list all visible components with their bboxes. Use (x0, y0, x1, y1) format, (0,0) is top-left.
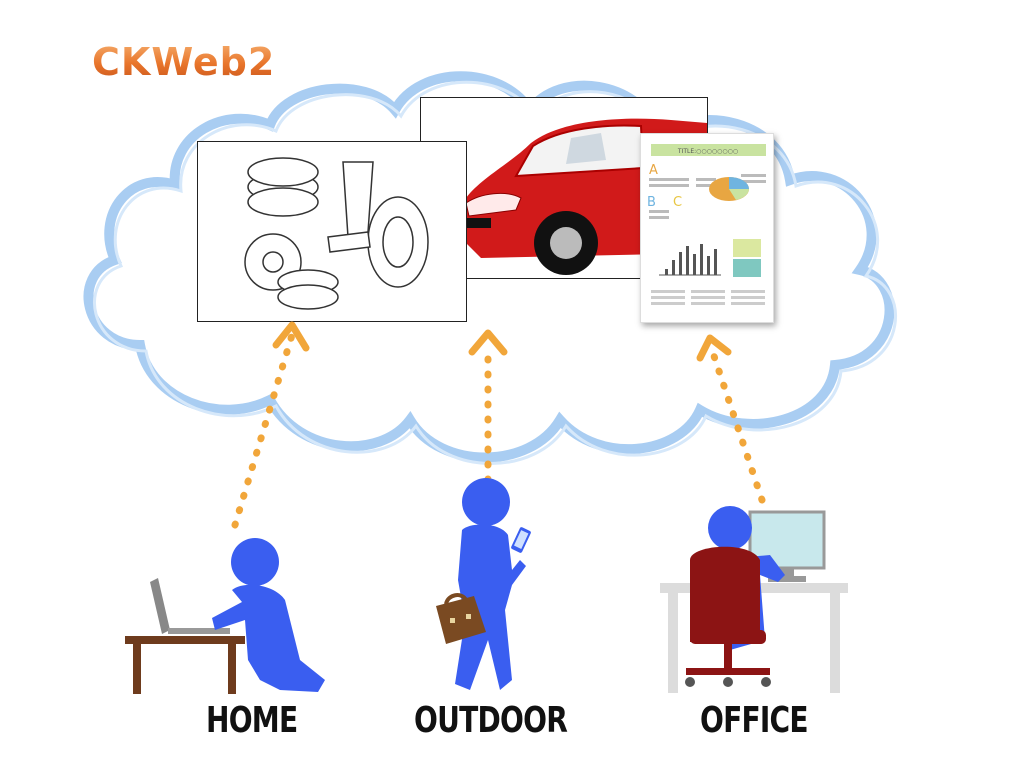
person-laptop-icon (125, 538, 325, 694)
label-office: OFFICE (700, 700, 809, 741)
report-document-icon: TITLE:○○○○○○○○ A B C (647, 144, 766, 305)
label-home: HOME (206, 700, 298, 741)
report-letter-b: B (647, 195, 656, 210)
arrow-home (231, 321, 310, 529)
arrow-outdoor (468, 329, 508, 484)
wheel-parts-panel (197, 141, 467, 322)
person-phone-icon (436, 478, 531, 690)
report-document: TITLE:○○○○○○○○ A B C (640, 133, 774, 323)
label-outdoor: OUTDOOR (414, 700, 568, 741)
person-desk-icon (660, 506, 848, 693)
report-letter-c: C (673, 195, 682, 210)
brand-title: CKWeb2 (92, 40, 276, 84)
arrow-office (696, 334, 766, 504)
report-header: TITLE:○○○○○○○○ (677, 148, 738, 155)
wheel-parts-icon (244, 157, 429, 310)
report-letter-a: A (649, 163, 658, 178)
